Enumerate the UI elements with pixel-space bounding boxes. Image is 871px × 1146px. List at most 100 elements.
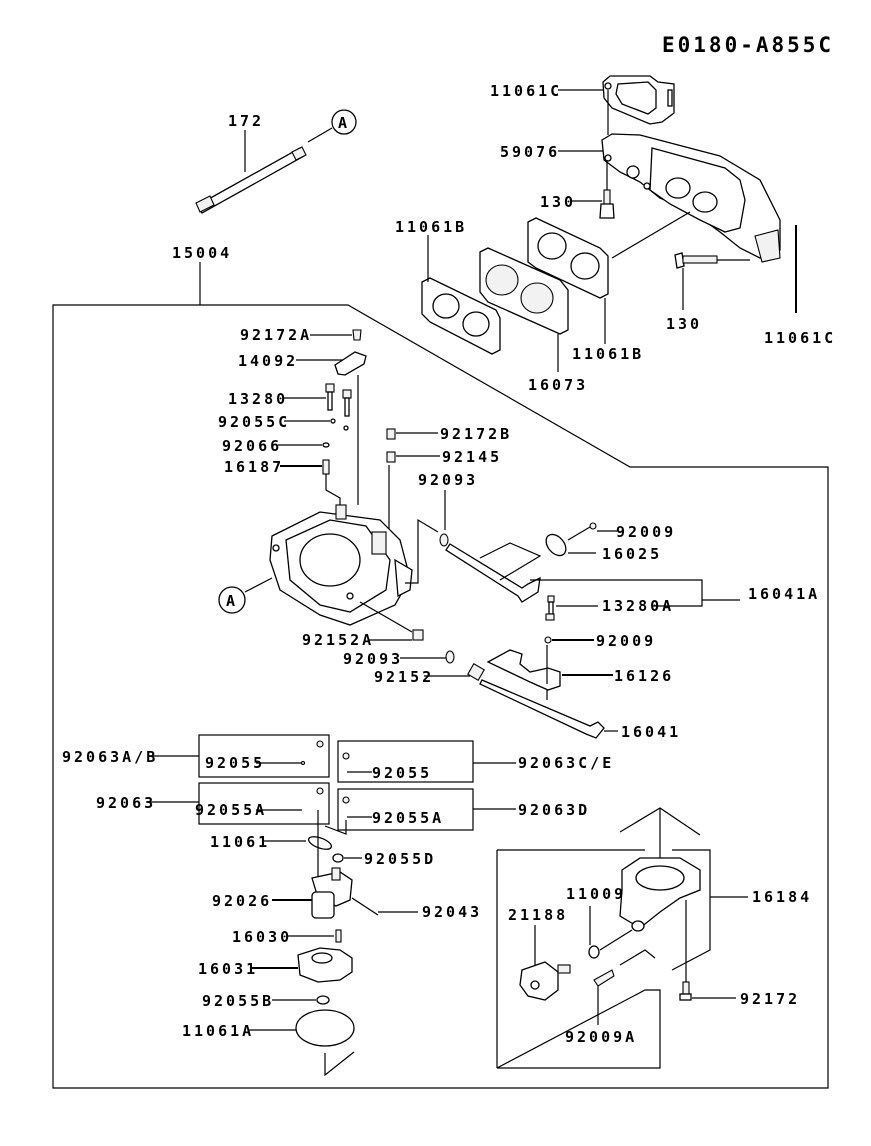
fuel-solenoid-92026 bbox=[311, 867, 353, 919]
svg-text:A: A bbox=[226, 592, 238, 610]
svg-text:A: A bbox=[338, 114, 350, 132]
label-13280A: 13280A bbox=[602, 597, 674, 615]
jet-icon-box1 bbox=[316, 740, 324, 748]
label-92063AB: 92063A/B bbox=[62, 748, 158, 766]
float-bowl-16184 bbox=[619, 857, 701, 932]
label-92009-mid: 92009 bbox=[596, 632, 656, 650]
throttle-plate-16025 bbox=[545, 533, 567, 557]
label-92055A-box3: 92055A bbox=[195, 801, 267, 819]
screw-92009-mid bbox=[544, 636, 552, 644]
leader-ref-a-body bbox=[244, 577, 273, 593]
spring-92145 bbox=[386, 451, 396, 463]
leader-shaft-plate bbox=[479, 542, 542, 581]
label-16041: 16041 bbox=[621, 723, 681, 741]
jet-icon-box4 bbox=[342, 796, 350, 804]
label-92172B: 92172B bbox=[440, 425, 512, 443]
needle-16030 bbox=[335, 929, 342, 943]
seal-92093-bot bbox=[445, 650, 455, 664]
label-92055C: 92055C bbox=[218, 413, 290, 431]
label-13280: 13280 bbox=[228, 390, 288, 408]
insulator-16073 bbox=[479, 247, 569, 335]
label-15004: 15004 bbox=[172, 244, 232, 262]
label-11061B-left: 11061B bbox=[395, 218, 467, 236]
leader-body-to-92152A bbox=[359, 601, 413, 633]
gasket-11061B-left bbox=[421, 277, 501, 355]
jet-icon-box3 bbox=[316, 787, 324, 795]
leader-16187-down bbox=[325, 474, 341, 510]
jet-dot-box1 bbox=[300, 760, 306, 766]
label-130-a: 130 bbox=[540, 193, 576, 211]
bushing-92152 bbox=[467, 663, 485, 681]
jet-kit-box-92063CE bbox=[337, 740, 474, 783]
screw-92172 bbox=[679, 981, 692, 1001]
leader-ref-a-top bbox=[307, 127, 333, 143]
bushing-92152A bbox=[412, 629, 424, 641]
reference-marker-a-body: A bbox=[218, 586, 246, 614]
seal-92093-top bbox=[439, 533, 449, 547]
bolt-130-b bbox=[674, 252, 718, 269]
label-92055A-box4: 92055A bbox=[372, 809, 444, 827]
leader-box4-down bbox=[324, 820, 347, 835]
label-92172A: 92172A bbox=[240, 326, 312, 344]
label-92093-bot: 92093 bbox=[343, 650, 403, 668]
label-92172: 92172 bbox=[740, 990, 800, 1008]
screw-92172A bbox=[352, 329, 362, 341]
label-92055-box1: 92055 bbox=[205, 754, 265, 772]
intake-manifold-59076 bbox=[601, 133, 781, 263]
jet-16187 bbox=[322, 459, 330, 475]
leader-16041A-top bbox=[530, 579, 740, 601]
label-92055D: 92055D bbox=[364, 850, 436, 868]
label-92026: 92026 bbox=[212, 892, 272, 910]
label-11009: 11009 bbox=[566, 885, 626, 903]
bolt-130-a bbox=[599, 189, 615, 219]
label-92152: 92152 bbox=[374, 668, 434, 686]
o-ring-92055B bbox=[316, 995, 330, 1005]
leader-screw-to-bowl bbox=[619, 949, 656, 966]
leader-16041A-bottom bbox=[652, 600, 703, 607]
label-92063CE: 92063C/E bbox=[518, 754, 614, 772]
label-92152A: 92152A bbox=[302, 631, 374, 649]
label-11061C-top: 11061C bbox=[490, 82, 562, 100]
choke-shaft-16041 bbox=[479, 679, 605, 739]
carburetor-body bbox=[269, 504, 413, 626]
screw-92172B bbox=[386, 428, 396, 440]
solenoid-21188 bbox=[519, 961, 571, 1001]
label-92063: 92063 bbox=[96, 794, 156, 812]
wire-92043 bbox=[351, 897, 379, 916]
leader-body-to-seal bbox=[405, 518, 439, 584]
float-16031 bbox=[297, 947, 353, 983]
float-bowl-subbox bbox=[496, 849, 711, 1069]
leader-gasket-to-manifold-b bbox=[611, 211, 691, 259]
jet-kit-box-92063 bbox=[198, 782, 330, 825]
diagram-code: E0180-A855C bbox=[662, 33, 834, 57]
leader-bowl-down bbox=[324, 1051, 355, 1077]
screw-92009-top bbox=[589, 522, 597, 530]
label-16031: 16031 bbox=[198, 960, 258, 978]
gasket-11061 bbox=[307, 836, 333, 850]
o-ring-92055D bbox=[332, 853, 344, 863]
plug-92066 bbox=[322, 442, 330, 448]
label-92145: 92145 bbox=[442, 448, 502, 466]
label-14092: 14092 bbox=[238, 352, 298, 370]
screw-13280 bbox=[325, 383, 352, 417]
label-172: 172 bbox=[228, 112, 264, 130]
throttle-shaft-16041A bbox=[445, 543, 541, 603]
label-92093-top: 92093 bbox=[418, 471, 478, 489]
carburetor-assembly-frame bbox=[52, 304, 829, 1089]
label-16187: 16187 bbox=[224, 458, 284, 476]
lever-16126 bbox=[486, 649, 561, 691]
gasket-11061C-top bbox=[602, 75, 675, 125]
reference-marker-a-top: A bbox=[331, 109, 357, 135]
label-16025: 16025 bbox=[602, 545, 662, 563]
label-11061: 11061 bbox=[210, 833, 270, 851]
label-11061C-right: 11061C bbox=[764, 329, 836, 347]
label-92009A: 92009A bbox=[565, 1028, 637, 1046]
label-92063D: 92063D bbox=[518, 801, 590, 819]
jet-icon-box2 bbox=[342, 752, 350, 760]
screw-92009A bbox=[593, 969, 615, 987]
screw-13280A bbox=[545, 595, 555, 621]
o-ring-92055C-b bbox=[343, 425, 349, 431]
leader-washer-to-bowl bbox=[599, 929, 633, 951]
label-92055B: 92055B bbox=[202, 992, 274, 1010]
